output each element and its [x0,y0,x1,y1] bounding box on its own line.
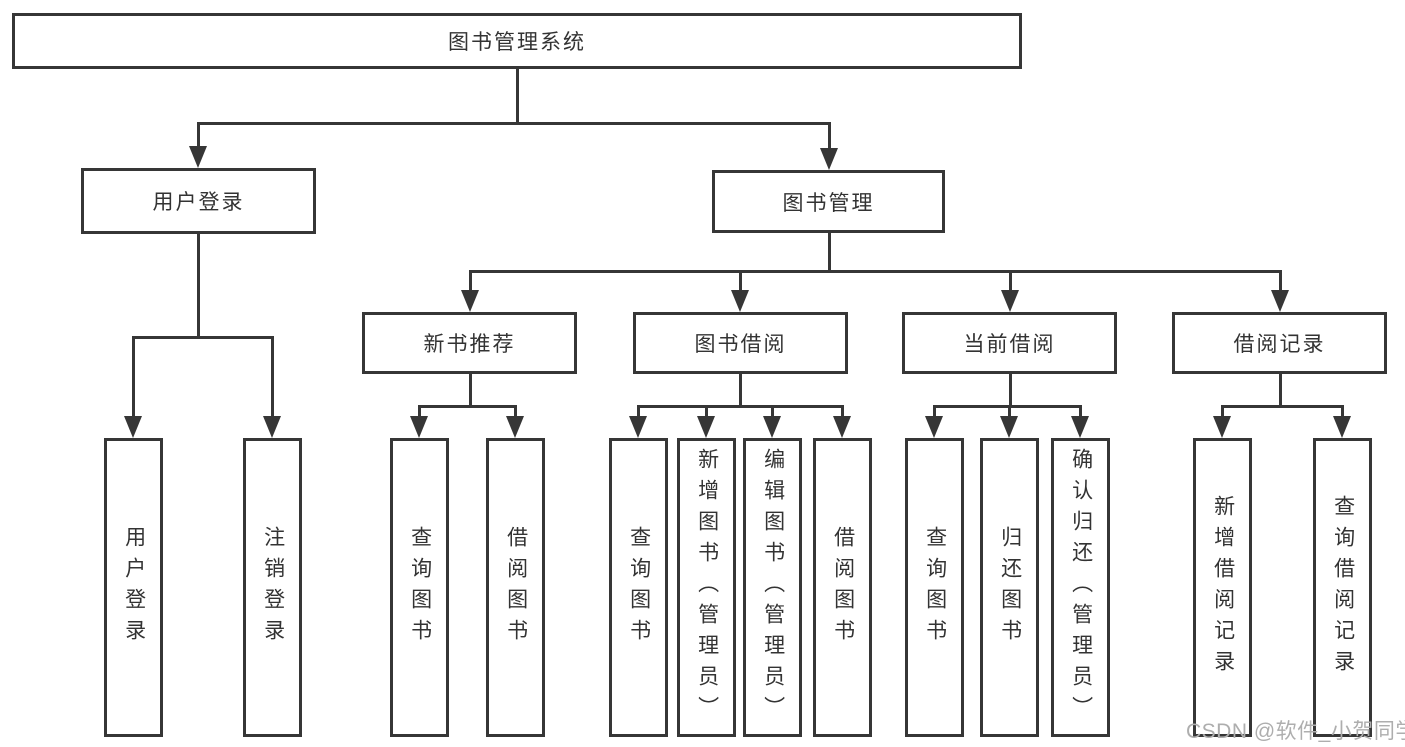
arrowhead-down-icon [833,416,851,438]
connector-line [516,69,519,125]
node-user-login: 用户登录 [81,168,316,234]
connector-line [1079,405,1082,420]
connector-line [132,336,274,339]
connector-line [1008,405,1011,420]
leaf-user-login: 用户登录 [104,438,163,737]
leaf-logout: 注销登录 [243,438,302,737]
leaf-borrow-books: 借阅图书 [813,438,872,737]
node-book-management: 图书管理 [712,170,945,233]
connector-line [418,405,421,420]
arrowhead-down-icon [124,416,142,438]
node-label: 借阅记录 [1233,333,1326,356]
leaf-label: 编辑图书（管理员） [761,448,785,727]
connector-line [197,122,831,125]
arrowhead-down-icon [1001,290,1019,312]
leaf-borrow-books: 借阅图书 [486,438,545,737]
arrowhead-down-icon [1000,416,1018,438]
connector-line [705,405,708,420]
arrowhead-down-icon [1071,416,1089,438]
connector-line [933,405,1082,408]
connector-line [469,270,472,294]
arrowhead-down-icon [263,416,281,438]
leaf-query-books: 查询图书 [609,438,668,737]
connector-line [933,405,936,420]
leaf-query-books: 查询图书 [905,438,964,737]
connector-line [771,405,774,420]
connector-line [828,122,831,150]
connector-line [1341,405,1344,420]
csdn-watermark: CSDN @软件_小贺同学 [1186,720,1405,743]
connector-line [739,374,742,408]
node-label: 当前借阅 [963,333,1056,356]
node-book-borrow: 图书借阅 [633,312,848,374]
leaf-add-borrow-record: 新增借阅记录 [1193,438,1252,737]
leaf-label: 借阅图书 [504,525,528,650]
arrowhead-down-icon [506,416,524,438]
leaf-label: 新增借阅记录 [1211,494,1235,681]
leaf-label: 借阅图书 [831,525,855,650]
node-label: 新书推荐 [423,333,516,356]
connector-line [637,405,844,408]
connector-line [469,374,472,408]
arrowhead-down-icon [1333,416,1351,438]
leaf-confirm-return-admin: 确认归还（管理员） [1051,438,1110,737]
node-current-borrow: 当前借阅 [902,312,1117,374]
connector-line [1221,405,1224,420]
leaf-query-borrow-record: 查询借阅记录 [1313,438,1372,737]
connector-line [1279,374,1282,408]
node-label: 用户登录 [152,191,245,214]
arrowhead-down-icon [1271,290,1289,312]
connector-line [1279,270,1282,294]
node-borrow-records: 借阅记录 [1172,312,1387,374]
connector-line [841,405,844,420]
leaf-query-books: 查询图书 [390,438,449,737]
node-label: 图书借阅 [694,333,787,356]
leaf-label: 注销登录 [261,525,285,650]
leaf-add-book-admin: 新增图书（管理员） [677,438,736,737]
arrowhead-down-icon [461,290,479,312]
connector-line [739,270,742,294]
leaf-label: 新增图书（管理员） [695,448,719,727]
arrowhead-down-icon [189,146,207,168]
node-book-management-system: 图书管理系统 [12,13,1022,69]
arrowhead-down-icon [925,416,943,438]
connector-line [1009,270,1012,294]
connector-line [637,405,640,420]
leaf-label: 用户登录 [122,525,146,650]
arrowhead-down-icon [697,416,715,438]
connector-line [197,234,200,339]
arrowhead-down-icon [1213,416,1231,438]
leaf-label: 查询图书 [627,525,651,650]
node-label: 图书管理 [782,191,875,215]
connector-line [197,122,200,148]
leaf-label: 查询图书 [408,525,432,650]
leaf-edit-book-admin: 编辑图书（管理员） [743,438,802,737]
connector-line [418,405,517,408]
leaf-label: 查询图书 [923,525,947,650]
arrowhead-down-icon [410,416,428,438]
connector-line [271,336,274,418]
connector-line [1221,405,1343,408]
connector-line [469,270,1282,273]
node-label: 图书管理系统 [448,31,586,54]
connector-line [132,336,135,418]
connector-line [1009,374,1012,408]
arrowhead-down-icon [820,148,838,170]
arrowhead-down-icon [629,416,647,438]
arrowhead-down-icon [731,290,749,312]
arrowhead-down-icon [763,416,781,438]
leaf-label: 查询借阅记录 [1331,494,1355,681]
leaf-label: 确认归还（管理员） [1069,448,1093,727]
node-new-book-recommend: 新书推荐 [362,312,577,374]
leaf-return-books: 归还图书 [980,438,1039,737]
connector-line [514,405,517,420]
leaf-label: 归还图书 [998,525,1022,650]
connector-line [828,233,831,273]
